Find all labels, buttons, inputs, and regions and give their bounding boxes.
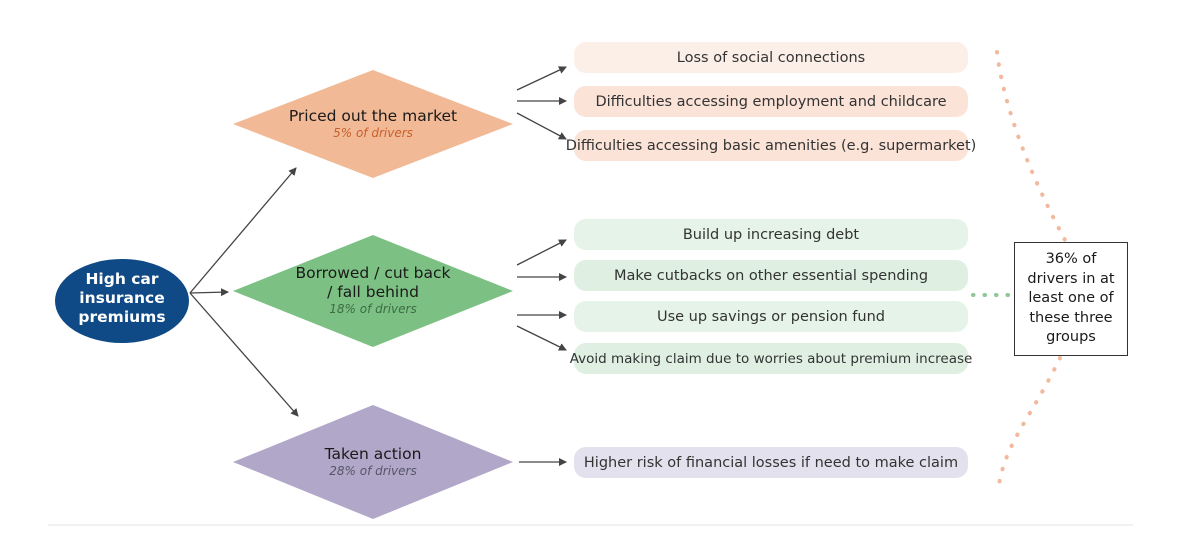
branch-subtitle: 18% of drivers [329, 302, 417, 316]
summary-line: groups [1046, 329, 1096, 346]
branch-subtitle: 5% of drivers [333, 126, 413, 140]
outcome-employment-childcare: Difficulties accessing employment and ch… [574, 86, 968, 117]
branch-label-taken-action: Taken action 28% of drivers [273, 445, 473, 479]
arrow-to-outcome [516, 66, 567, 91]
root-label-line: High car [85, 270, 159, 288]
summary-line: 36% of [1045, 251, 1097, 268]
outcome-financial-losses: Higher risk of financial losses if need … [574, 447, 968, 478]
outcome-loss-social-connections: Loss of social connections [574, 42, 968, 73]
summary-line: drivers in at [1027, 270, 1115, 287]
branch-title: Borrowed / cut back [295, 264, 451, 282]
branch-label-borrowed: Borrowed / cut back / fall behind 18% of… [273, 264, 473, 317]
branch-diamond-borrowed [233, 235, 513, 347]
arrow-to-outcome [516, 325, 567, 351]
root-label-line: premiums [78, 308, 166, 326]
branch-diamond-priced-out [233, 70, 513, 178]
branch-subtitle: 28% of drivers [329, 464, 417, 478]
dotted-bracket-lower [996, 356, 1062, 494]
outcome-increasing-debt: Build up increasing debt [574, 219, 968, 250]
root-label: High car insurance premiums [57, 270, 187, 327]
summary-line: these three [1029, 309, 1113, 326]
branch-title: / fall behind [327, 283, 419, 301]
branch-label-priced-out: Priced out the market 5% of drivers [273, 107, 473, 141]
outcome-savings-pension: Use up savings or pension fund [574, 301, 968, 332]
root-node [55, 259, 189, 343]
branch-diamond-taken-action [233, 405, 513, 519]
dotted-bracket-upper [995, 50, 1067, 242]
arrow-to-outcome [516, 239, 567, 266]
root-label-line: insurance [79, 289, 165, 307]
outcome-cutbacks-spending: Make cutbacks on other essential spendin… [574, 260, 968, 291]
arrow-root-to-borrowed [189, 288, 229, 297]
branch-title: Taken action [324, 445, 422, 463]
branch-title: Priced out the market [288, 107, 458, 125]
bottom-divider [48, 524, 1133, 526]
arrow-root-to-priced-out [189, 167, 297, 294]
outcome-basic-amenities: Difficulties accessing basic amenities (… [566, 130, 976, 161]
arrow-root-to-taken-action [189, 292, 299, 417]
outcome-avoid-claim: Avoid making claim due to worries about … [570, 343, 972, 374]
summary-line: least one of [1028, 290, 1114, 307]
summary-box: 36% of drivers in at least one of these … [1014, 242, 1128, 356]
arrow-to-outcome [516, 112, 567, 140]
